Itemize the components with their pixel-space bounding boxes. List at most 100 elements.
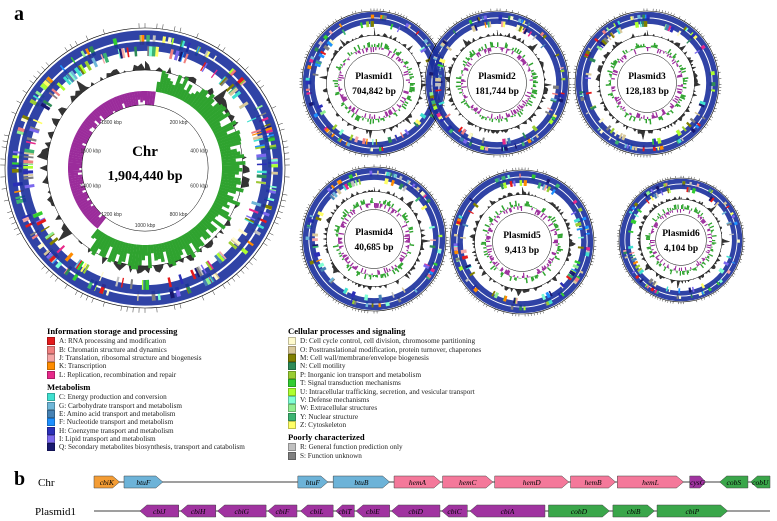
scale-tick-label: 800 kbp [170, 212, 188, 218]
legend-swatch [288, 395, 296, 404]
legend-item: L: Replication, recombination and repair [47, 370, 245, 379]
gene-name: cbiC [447, 507, 462, 516]
gene-name: cobD [571, 507, 588, 516]
gene-arrow: cbiP [656, 504, 729, 518]
gene-name: cbiD [408, 507, 423, 516]
scale-tick-label: 600 kbp [190, 184, 208, 190]
gene-name: cbiF [276, 507, 290, 516]
legend-label: Y: Nuclear structure [300, 412, 359, 421]
legend-item: Q: Secondary metabolites biosynthesis, t… [47, 443, 245, 452]
gene-arrow: cbiG [217, 504, 267, 518]
legend-label: G: Carbohydrate transport and metabolism [59, 401, 182, 410]
legend-swatch [288, 443, 296, 452]
gene-arrow: hemA [393, 475, 442, 489]
legend-swatch [47, 418, 55, 427]
legend-swatch [288, 412, 296, 421]
genome-name: Plasmid3 [628, 72, 666, 82]
legend-item: M: Cell wall/membrane/envelope biogenesi… [288, 353, 481, 362]
legend-item: D: Cell cycle control, cell division, ch… [288, 337, 481, 346]
legend-swatch [288, 353, 296, 362]
gene-arrow: cysG [689, 475, 706, 489]
gene-name: cbiT [338, 507, 352, 516]
legend-swatch [288, 379, 296, 388]
scale-tick-label: 1400 kbp [81, 184, 102, 190]
legend-label: I: Lipid transport and metabolism [59, 435, 156, 444]
gene-name: cbiP [685, 507, 699, 516]
track-label: Plasmid1 [35, 506, 76, 518]
legend-group: Metabolism C: Energy production and conv… [47, 382, 245, 452]
legend-item: I: Lipid transport and metabolism [47, 435, 245, 444]
gene-name: cbiL [310, 507, 323, 516]
gene-arrow: btuF [123, 475, 164, 489]
gene-name: cysG [690, 478, 706, 487]
gene-arrow: hemC [442, 475, 494, 489]
scale-tick-label: 1600 kbp [81, 148, 102, 154]
legend-item: H: Coenzyme transport and metabolism [47, 426, 245, 435]
gene-name: btuF [306, 478, 321, 487]
genome-name: Plasmid5 [503, 231, 541, 241]
legend-group-title: Poorly characterized [288, 432, 365, 443]
legend-item: E: Amino acid transport and metabolism [47, 409, 245, 418]
legend-label: B: Chromatin structure and dynamics [59, 345, 167, 354]
genome-size: 704,842 bp [352, 87, 396, 97]
legend-item: Z: Cytoskeleton [288, 421, 481, 430]
legend-swatch [47, 409, 55, 418]
legend-swatch [47, 370, 55, 379]
gene-arrow: cbiF [267, 504, 298, 518]
panel-a-label: a [14, 3, 24, 25]
gene-name: hemA [409, 478, 426, 487]
gene-arrow: cobS [719, 475, 749, 489]
gene-name: hemL [642, 478, 659, 487]
gene-name: cbiG [235, 507, 250, 516]
legend-label: D: Cell cycle control, cell division, ch… [300, 337, 476, 346]
gene-arrow: cbiB [612, 504, 655, 518]
gene-arrow: cbiH [180, 504, 217, 518]
gene-name: cbiE [366, 507, 380, 516]
legend-swatch [288, 370, 296, 379]
genome-size: 9,413 bp [505, 246, 539, 256]
gene-arrow: btuB [332, 475, 391, 489]
legend-label: A: RNA processing and modification [59, 337, 166, 346]
legend-swatch [47, 435, 55, 444]
legend-label: J: Translation, ribosomal structure and … [59, 353, 202, 362]
gene-arrow: cobU [750, 475, 771, 489]
gene-name: cobS [727, 478, 742, 487]
scale-tick-label: 400 kbp [190, 148, 208, 154]
gene-name: cbiH [191, 507, 206, 516]
legend-group-title: Metabolism [47, 381, 91, 392]
genome-map-p2: Plasmid2 181,744 bp [422, 8, 572, 158]
gene-arrow: cbiK [93, 475, 120, 489]
gene-name: hemB [585, 478, 602, 487]
legend-group-title: Cellular processes and signaling [288, 326, 406, 336]
genome-name: Plasmid1 [355, 72, 393, 82]
gene-arrow: cbiJ [139, 504, 179, 518]
genome-size: 4,104 bp [664, 244, 698, 254]
legend-swatch [47, 393, 55, 402]
legend-swatch [47, 337, 55, 346]
gene-arrow: cobD [548, 504, 610, 518]
gene-arrow: cbiL [300, 504, 334, 518]
gene-name: cbiJ [153, 507, 166, 516]
genome-size: 181,744 bp [475, 87, 519, 97]
gene-arrow: cbiD [391, 504, 441, 518]
gene-name: btuB [354, 478, 369, 487]
gene-track-plasmid1: Plasmid1 cbiJ cbiH cbiG cbiF cbiL cbiT cbiE cbiD… [35, 504, 770, 518]
legend-item: W: Extracellular structures [288, 404, 481, 413]
legend-swatch [47, 426, 55, 435]
genome-name: Chr [132, 144, 158, 160]
legend-swatch [47, 362, 55, 371]
legend-swatch [47, 443, 55, 452]
legend-item: J: Translation, ribosomal structure and … [47, 353, 245, 362]
genome-name: Plasmid2 [478, 72, 516, 82]
genome-size: 1,904,440 bp [107, 169, 182, 184]
legend-label: E: Amino acid transport and metabolism [59, 409, 176, 418]
legend-left: Information storage and processing A: RN… [47, 326, 245, 455]
legend-label: P: Inorganic ion transport and metabolis… [300, 370, 422, 379]
genome-map-p5: Plasmid5 9,413 bp [447, 167, 597, 317]
track-label: Chr [38, 477, 55, 489]
